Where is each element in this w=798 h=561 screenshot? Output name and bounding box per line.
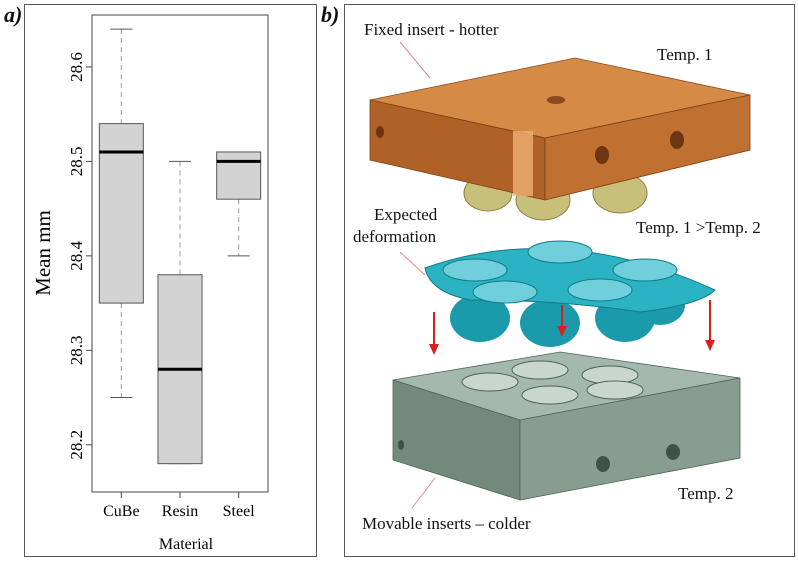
box-steel <box>216 151 262 257</box>
leader-lines <box>399 41 436 509</box>
movable-insert-block <box>392 351 741 501</box>
box-cube <box>98 28 144 399</box>
fixed-insert-block <box>369 57 751 221</box>
y-tick-label: 28.2 <box>67 430 86 460</box>
x-axis: CuBe Resin Steel <box>103 492 255 520</box>
x-tick-label: Steel <box>223 503 256 520</box>
deformation-arrows <box>429 300 715 355</box>
box-iqr <box>98 123 144 304</box>
box-iqr <box>216 151 262 200</box>
deformation-plate <box>424 240 716 347</box>
y-tick-label: 28.5 <box>67 147 86 177</box>
boxplot-frame <box>24 4 317 557</box>
expected-deformation-label-1: Expected <box>374 205 438 224</box>
temp1-label: Temp. 1 <box>657 45 713 64</box>
illustration-frame <box>344 4 795 557</box>
temp-comparison-label: Temp. 1 >Temp. 2 <box>636 218 761 237</box>
x-axis-title: Material <box>159 536 214 553</box>
movable-inserts-label: Movable inserts – colder <box>362 514 531 533</box>
panel-a-label: a) <box>4 2 23 27</box>
y-axis: 28.2 28.3 28.4 28.5 28.6 <box>67 52 92 460</box>
expected-deformation-label-2: deformation <box>353 227 437 246</box>
y-axis-title: Mean mm <box>31 210 55 296</box>
y-tick-label: 28.3 <box>67 335 86 365</box>
y-tick-label: 28.6 <box>67 52 86 82</box>
fixed-insert-label: Fixed insert - hotter <box>364 20 499 39</box>
box-resin <box>157 160 203 465</box>
panel-b-label: b) <box>321 2 340 27</box>
y-tick-label: 28.4 <box>67 240 86 270</box>
x-tick-label: Resin <box>162 503 198 520</box>
temp2-label: Temp. 2 <box>678 484 734 503</box>
x-tick-label: CuBe <box>103 503 139 520</box>
box-series <box>98 28 262 465</box>
